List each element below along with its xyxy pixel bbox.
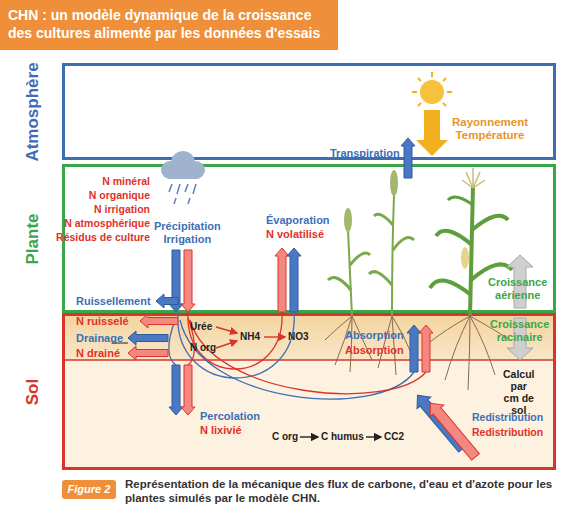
band-heading: Plante: [23, 213, 43, 264]
nitrogen-input-label: Résidus de culture: [56, 231, 150, 243]
growth-label: Croissance racinaire: [490, 318, 549, 343]
water-flux-label: Drainage: [76, 332, 123, 345]
atmosphere-band: Atmosphère: [62, 63, 556, 160]
caption-text: Représentation de la mécanique des flux …: [125, 477, 557, 505]
nitrogen-input-label: N irrigation: [94, 203, 150, 215]
wheat-plant: [328, 170, 414, 316]
figure-tag: Figure 2: [62, 480, 116, 499]
radiation-label: Rayonnement Température: [452, 116, 528, 142]
nitrogen-input-label: N atmosphérique: [64, 217, 150, 229]
flux-lines: [169, 312, 426, 399]
band-heading: Atmosphère: [23, 62, 43, 161]
nitrogen-flux-label: Redistribution: [472, 426, 543, 438]
nitrogen-flux-label: N ruisselé: [76, 315, 129, 328]
sun-symbol: [412, 72, 452, 156]
nitrogen-flux-label: N volatilisé: [266, 228, 324, 241]
nitrogen-input-label: N organique: [89, 189, 150, 201]
carbon-form-label: C humus: [321, 431, 364, 443]
title-banner: CHN : un modèle dynamique de la croissan…: [0, 0, 338, 50]
nitrogen-flux-label: N drainé: [76, 347, 120, 360]
water-flux-label: Évaporation: [266, 214, 330, 227]
nitrogen-flux-label: N lixivié: [200, 424, 242, 437]
nitrogen-flux-label: Absorption: [345, 344, 404, 357]
title-text: CHN : un modèle dynamique de la croissan…: [8, 6, 330, 42]
water-flux-label: Percolation: [200, 410, 260, 423]
nitrogen-form-label: N org: [190, 342, 216, 354]
water-flux-label: Absorption: [345, 329, 404, 342]
figure-number: Figure 2: [62, 480, 116, 499]
nitrogen-form-label: NH4: [240, 331, 260, 343]
nitrogen-input-label: N minéral: [102, 175, 150, 187]
growth-label: Croissance aérienne: [488, 276, 547, 301]
flux-arrows: [112, 138, 482, 463]
water-flux-label: Précipitation Irrigation: [154, 220, 221, 245]
roots: [325, 316, 510, 390]
nitrogen-form-label: Urée: [190, 321, 212, 333]
water-flux-label: Ruissellement: [76, 295, 151, 308]
growth-arrows: [507, 255, 533, 360]
water-flux-label: Redistribution: [472, 411, 543, 423]
note-label: Calcul par cm de sol: [503, 368, 535, 416]
band-heading: Sol: [23, 378, 43, 404]
carbon-form-label: C org: [272, 431, 298, 443]
carbon-form-label: CC2: [384, 431, 404, 443]
water-flux-label: Transpiration: [330, 147, 400, 160]
nitrogen-form-label: NO3: [288, 331, 309, 343]
